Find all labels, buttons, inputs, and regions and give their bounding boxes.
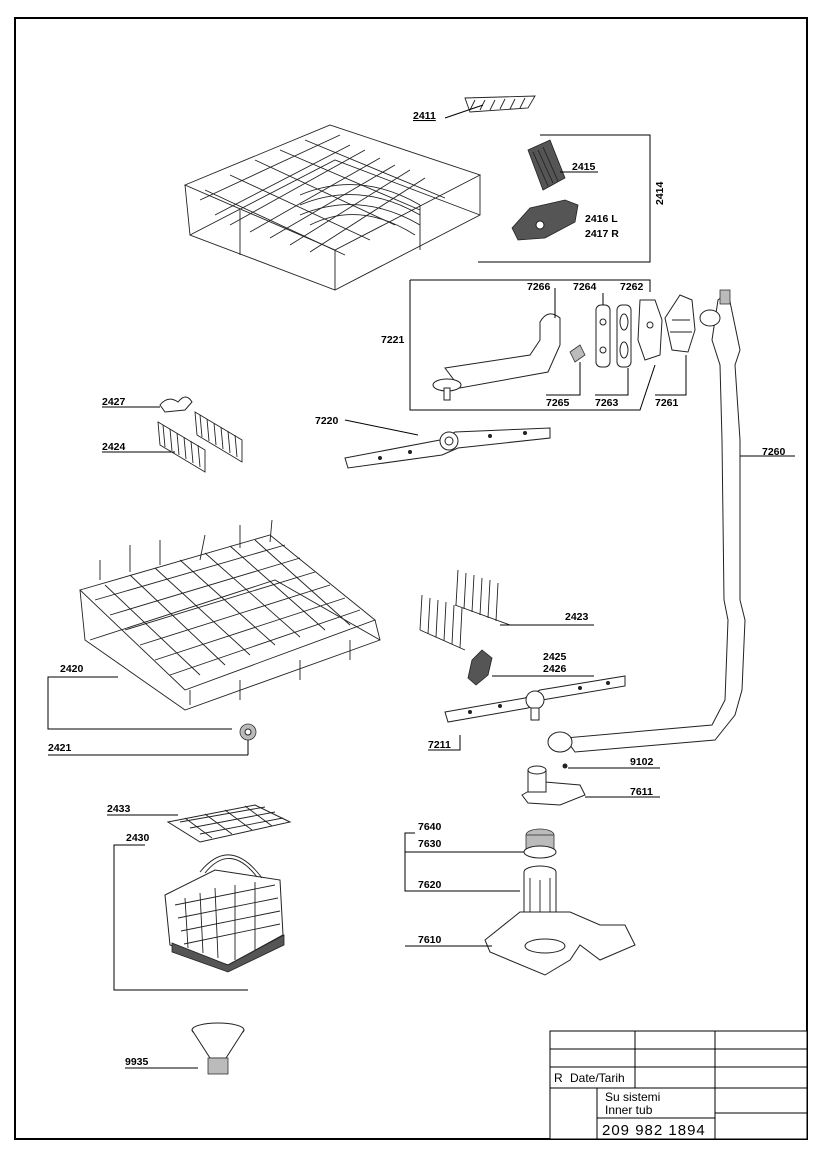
label-7262: 7262	[620, 281, 644, 293]
funnel-9935-drawing	[191, 1022, 245, 1075]
upper-basket-drawing	[183, 124, 482, 291]
label-2417: 2417 R	[585, 228, 619, 240]
coarse-filter-plate-7610-drawing	[484, 911, 636, 976]
label-7620: 7620	[418, 879, 442, 891]
label-2427: 2427	[102, 396, 126, 408]
micro-filter-7630-drawing	[523, 828, 557, 859]
label-7264: 7264	[573, 281, 597, 293]
cutlery-basket-2430-drawing	[164, 854, 285, 973]
label-2430: 2430	[126, 832, 150, 844]
gasket-7263-drawing	[616, 304, 632, 368]
label-2416: 2416 L	[585, 213, 618, 225]
revision-label: R	[554, 1071, 563, 1085]
pipe-holder-7611-drawing	[521, 763, 586, 806]
upper-spray-pipe-drawing	[432, 313, 561, 401]
label-9935: 9935	[125, 1056, 149, 1068]
drawing-title-en: Inner tub	[605, 1103, 653, 1117]
label-2415: 2415	[572, 161, 596, 173]
connector-7262-drawing	[637, 299, 663, 361]
label-2414: 2414	[654, 181, 666, 205]
cup-rack-2424-drawing	[157, 411, 243, 473]
cutlery-lid-2433-drawing	[166, 804, 292, 843]
date-label: Date/Tarih	[570, 1071, 625, 1085]
drawing-title-tr: Su sistemi	[605, 1090, 660, 1104]
label-7220: 7220	[315, 415, 339, 427]
label-7263: 7263	[595, 397, 619, 409]
label-7221: 7221	[381, 334, 405, 346]
label-7265: 7265	[546, 397, 570, 409]
title-block	[549, 1030, 808, 1140]
label-2423: 2423	[565, 611, 589, 623]
label-7260: 7260	[762, 446, 786, 458]
lower-spray-arm-drawing	[444, 675, 626, 723]
document-number: 209 982 1894	[602, 1122, 706, 1139]
label-7266: 7266	[527, 281, 551, 293]
rail-stopper-drawing	[511, 199, 579, 241]
label-2424: 2424	[102, 441, 126, 453]
pipe-clip-drawing	[569, 344, 586, 363]
upper-spray-arm-drawing	[344, 427, 551, 469]
wheel-2421-drawing	[239, 723, 257, 741]
label-2411: 2411	[413, 110, 436, 122]
label-7261: 7261	[655, 397, 679, 409]
plate-rack-2423-drawing	[419, 569, 511, 651]
clip-2425-drawing	[467, 649, 493, 686]
lower-basket-drawing	[79, 519, 381, 711]
label-7610: 7610	[418, 934, 442, 946]
label-7640: 7640	[418, 821, 442, 833]
valve-7261-drawing	[664, 294, 696, 353]
label-2421: 2421	[48, 742, 72, 754]
label-2426: 2426	[543, 663, 567, 675]
label-9102: 9102	[630, 756, 654, 768]
label-2420: 2420	[60, 663, 84, 675]
label-7611: 7611	[630, 786, 653, 798]
label-2425: 2425	[543, 651, 567, 663]
riser-tube-drawing	[547, 289, 746, 753]
rail-cap-drawing	[527, 139, 566, 191]
clip-2427-drawing	[159, 396, 193, 413]
seal-plate-7264-drawing	[595, 304, 611, 368]
label-7630: 7630	[418, 838, 442, 850]
label-2433: 2433	[107, 803, 131, 815]
label-7211: 7211	[428, 739, 451, 751]
tine-rack-drawing	[464, 95, 536, 113]
drawing-frame	[14, 17, 808, 1140]
